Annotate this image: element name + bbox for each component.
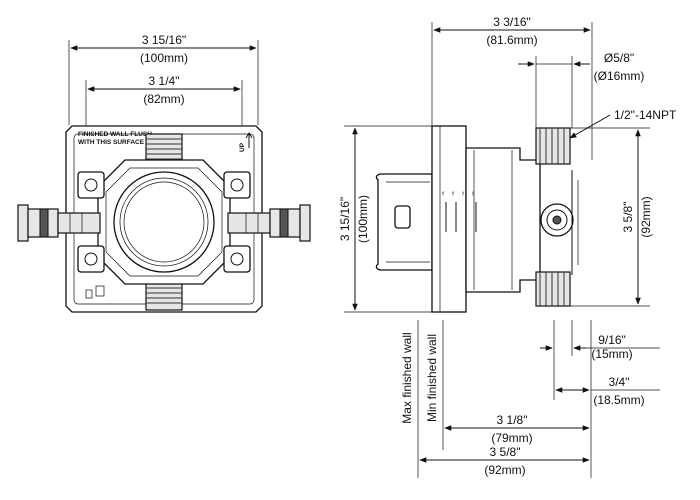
dim-port-diameter: Ø5/8" (604, 51, 634, 65)
dim-height-mm: (100mm) (356, 195, 370, 243)
dim-port-span-mm: (82mm) (143, 92, 184, 106)
dim-offset-small-mm: (15mm) (591, 347, 632, 361)
dim-max-wall-mm: (92mm) (484, 463, 525, 477)
dim-port-diameter-mm: (Ø16mm) (594, 69, 645, 83)
temperature-marks: ʸ ʸ ʸ ʸ (441, 191, 477, 232)
mounting-flange (431, 125, 467, 313)
central-bore (113, 171, 215, 273)
dim-offset-small: 9/16" (598, 333, 626, 347)
right-pex-inlet (227, 204, 311, 242)
svg-text:ʸ: ʸ (461, 191, 465, 198)
dim-depth: 3 3/16" (493, 15, 531, 29)
dim-inlet-span: 3 5/8" (621, 202, 635, 233)
dim-port-span: 3 1/4" (149, 74, 180, 88)
left-pex-inlet (17, 204, 101, 242)
dim-max-wall: 3 5/8" (490, 445, 521, 459)
label-min-finished-wall: Min finished wall (425, 334, 439, 422)
finished-wall-note-line1: FINISHED WALL FLUSH (78, 131, 152, 138)
svg-text:ʸ: ʸ (451, 191, 455, 198)
front-view: 3 15/16" (100mm) 3 1/4" (82mm) FINISHED … (17, 33, 311, 313)
up-label: UP (239, 142, 246, 152)
label-max-finished-wall: Max finished wall (400, 332, 414, 423)
side-view: 3 3/16" (81.6mm) Ø5/8" (Ø16mm) 1/2"-14NP… (338, 15, 677, 478)
svg-text:ʸ: ʸ (441, 191, 445, 198)
dim-depth-mm: (81.6mm) (486, 33, 537, 47)
dim-offset-large: 3/4" (609, 375, 630, 389)
dim-overall-width: 3 15/16" (142, 33, 186, 47)
up-arrow-icon (245, 132, 253, 148)
thread-label: 1/2"-14NPT (614, 108, 677, 122)
dim-inlet-span-mm: (92mm) (639, 196, 653, 237)
dim-offset-large-mm: (18.5mm) (593, 393, 644, 407)
svg-text:ʸ: ʸ (471, 191, 475, 198)
dim-height: 3 15/16" (338, 197, 352, 241)
dim-min-wall-mm: (79mm) (491, 431, 532, 445)
dim-overall-width-mm: (100mm) (140, 51, 188, 65)
valve-body-side (465, 147, 541, 293)
dim-min-wall: 3 1/8" (497, 413, 528, 427)
finished-wall-note-line2: WITH THIS SURFACE (78, 139, 145, 146)
